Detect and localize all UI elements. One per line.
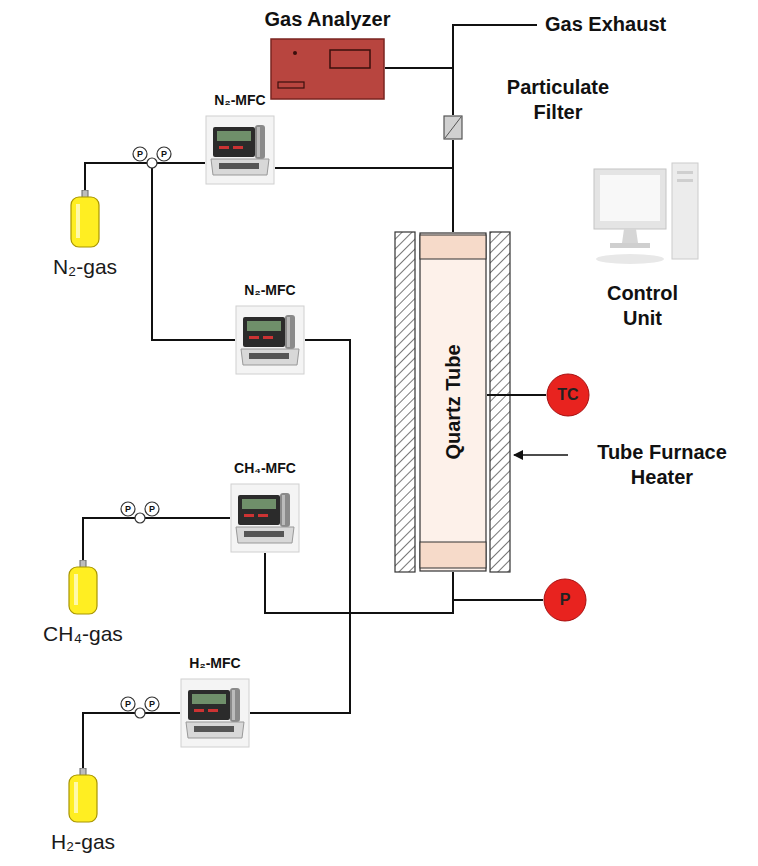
cyl-shape	[68, 560, 98, 615]
exhaust-line	[453, 25, 537, 68]
mass-flow-controller: H₂-MFC	[180, 678, 250, 748]
gas-line	[250, 572, 453, 713]
leader-arrow	[514, 454, 568, 455]
pressure-gauge: P	[543, 578, 587, 622]
mfc-shape	[205, 115, 275, 185]
node-label: Quartz Tube	[441, 344, 466, 459]
node-label: N₂-MFC	[214, 92, 265, 110]
gas-analyzer: Gas Analyzer	[270, 38, 385, 100]
mfc-shape	[235, 305, 305, 375]
pc-shape	[580, 155, 705, 275]
gas-cylinder: CH₄-gas	[68, 560, 98, 615]
node-label: Control Unit	[588, 281, 698, 331]
gas-cylinder: H₂-gas	[68, 768, 98, 823]
analyzer-shape	[270, 38, 385, 100]
control-unit: Control Unit	[580, 155, 705, 275]
gas-line	[83, 713, 180, 768]
node-label: Gas Analyzer	[265, 7, 391, 32]
heater-label: Tube Furnace Heater	[572, 440, 752, 490]
quartz-tube: Quartz Tube	[419, 232, 487, 572]
particulate-filter: Particulate Filter	[443, 115, 463, 140]
gauge-mark: P	[125, 700, 131, 709]
gas-line	[453, 572, 543, 600]
gas-line	[487, 394, 546, 396]
gas-line	[275, 140, 453, 168]
node-label: P	[560, 590, 571, 610]
heater-wall	[395, 232, 415, 572]
thermocouple: TC	[546, 373, 590, 417]
gauge-mark: P	[137, 150, 143, 159]
node-label: H₂-gas	[51, 829, 115, 855]
node-label: CH₄-MFC	[234, 460, 296, 478]
mass-flow-controller: N₂-MFC	[205, 115, 275, 185]
cyl-shape	[70, 190, 100, 248]
cyl-shape	[68, 768, 98, 823]
node-label: H₂-MFC	[189, 655, 240, 673]
gauge-mark: P	[125, 505, 131, 514]
gas-line	[452, 140, 454, 232]
node-label: N₂-gas	[53, 254, 117, 280]
gas-line	[85, 163, 205, 190]
node-label: TC	[557, 385, 578, 405]
node-label: N₂-MFC	[244, 282, 295, 300]
gas-line	[83, 518, 230, 560]
gas-cylinder: N₂-gas	[70, 190, 100, 248]
node-label: Particulate Filter	[493, 75, 623, 125]
mfc-shape	[180, 678, 250, 748]
gauge-mark: P	[149, 700, 155, 709]
node-label: CH₄-gas	[43, 621, 123, 647]
outlet-label: Gas Exhaust	[545, 12, 666, 37]
gauge-mark: P	[149, 505, 155, 514]
filter-shape	[443, 115, 463, 140]
mfc-shape	[230, 483, 300, 553]
gas-line	[385, 68, 453, 115]
gauge-mark: P	[161, 150, 167, 159]
mass-flow-controller: CH₄-MFC	[230, 483, 300, 553]
heater-wall	[490, 232, 510, 572]
gas-line	[85, 163, 235, 340]
mass-flow-controller: N₂-MFC	[235, 305, 305, 375]
